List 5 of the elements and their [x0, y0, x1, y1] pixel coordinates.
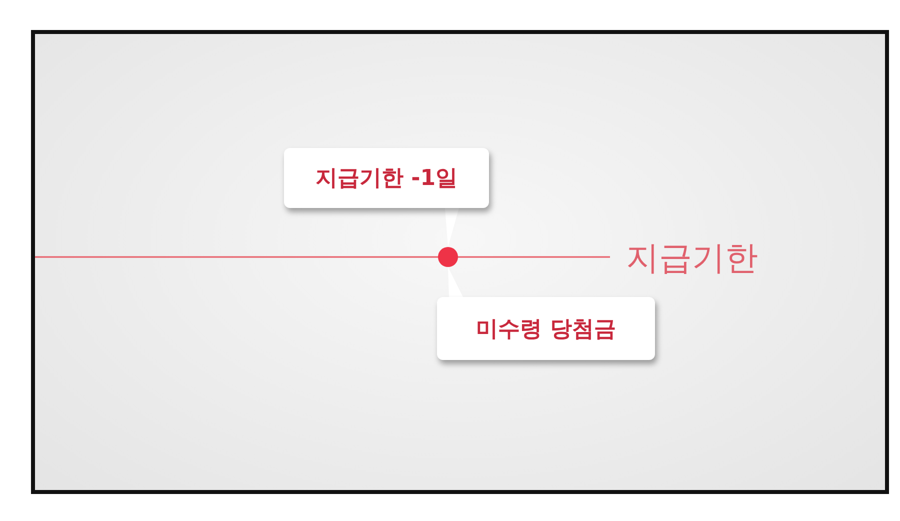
- callout-pointer: [445, 208, 459, 247]
- timeline-label: 지급기한: [626, 237, 758, 279]
- callout-box: 지급기한 -1일: [284, 148, 489, 208]
- callout-box: 미수령 당첨금: [437, 297, 655, 360]
- callout-pointer: [448, 267, 463, 297]
